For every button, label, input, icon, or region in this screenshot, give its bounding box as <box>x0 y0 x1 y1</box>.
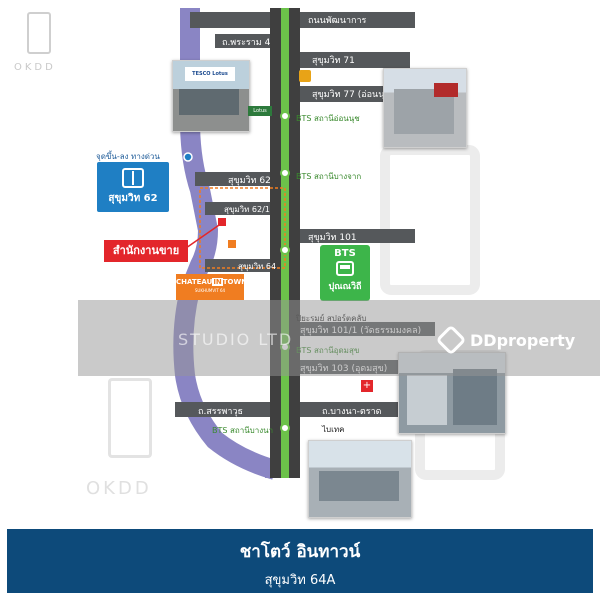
bts-dot-on-nut <box>280 111 290 121</box>
ddproperty-icon <box>435 324 467 356</box>
chateau-logo-part2: IN <box>212 278 223 286</box>
project-marker <box>228 240 236 248</box>
footer-subtitle: สุขุมวิท 64A <box>264 573 336 588</box>
chateau-logo-sub: SUKHUMVIT 64 <box>194 288 226 293</box>
on-nut-building-photo <box>383 68 467 148</box>
chateau-logo-part3: TOWN <box>222 278 248 286</box>
okdd-logo-icon <box>27 12 51 54</box>
office-marker <box>218 218 226 226</box>
biotec-photo <box>308 440 412 518</box>
road-label-sanphawut: ถ.สรรพาวุธ <box>198 407 244 417</box>
road-label-s62: สุขุมวิท 62 <box>228 176 271 186</box>
ddproperty-logo: DDproperty <box>435 324 576 356</box>
bts-label-on-nut: BTS สถานีอ่อนนุช <box>296 114 360 123</box>
bts-badge-title: BTS <box>334 248 356 259</box>
footer-title: ชาโตว์ อินทาวน์ <box>239 542 361 562</box>
ddproperty-text: DDproperty <box>470 330 576 350</box>
band-watermark-text: STUDIO LTD <box>178 330 294 349</box>
hospital-icon: + <box>361 380 373 392</box>
expressway-sign-label: สุขุมวิท 62 <box>108 193 158 204</box>
chateau-logo-part1: CHATEAU <box>176 278 213 286</box>
office-pointer-line <box>185 222 223 249</box>
biotec-label: ไบเทค <box>322 425 345 434</box>
road-label-rama4: ถ.พระราม 4 <box>222 38 271 48</box>
road-label-s101: สุขุมวิท 101 <box>308 233 357 243</box>
bts-label-bang-chak: BTS สถานีบางจาก <box>296 172 362 181</box>
road-label-bangna-trad: ถ.บางนา-ตราด <box>322 407 382 417</box>
okdd-logo-icon-bottom <box>108 378 152 458</box>
road-label-top-street: ถนนพัฒนาการ <box>308 16 367 26</box>
watermark-band <box>78 300 600 376</box>
road-label-s71: สุขุมวิท 71 <box>312 56 355 66</box>
tesco-brand-icon <box>299 70 311 82</box>
bts-label-bang-na: BTS สถานีบางนา <box>212 426 274 435</box>
road-label-s77: สุขุมวิท 77 (อ่อนนุช) <box>312 90 394 100</box>
expressway-entry-point <box>183 152 193 162</box>
bts-dot-bang-chak <box>280 168 290 178</box>
bts-dot-bang-na <box>280 423 290 433</box>
road-label-s62-1: สุขุมวิท 62/1 <box>224 205 270 214</box>
tesco-sign: TESCO Lotus <box>185 67 235 81</box>
road-label-s64: สุขุมวิท 64 <box>238 262 277 271</box>
bts-punnawithi-badge: BTS ปุณณวิถี <box>320 245 370 301</box>
footer-banner: ชาโตว์ อินทาวน์ สุขุมวิท 64A <box>7 529 593 593</box>
okdd-watermark-bottom: OKDD <box>86 478 152 499</box>
expressway-icon <box>122 168 144 188</box>
train-icon <box>336 261 354 276</box>
bts-badge-station-name: ปุณณวิถี <box>328 282 362 292</box>
tesco-lotus-photo: TESCO Lotus <box>172 60 250 132</box>
lotus-small-sign: Lotus <box>248 106 272 116</box>
sales-office-label: สำนักงานขาย <box>104 240 188 262</box>
chateau-in-town-logo: CHATEAUINTOWN SUKHUMVIT 64 <box>176 274 248 300</box>
okdd-watermark-top: OKDD <box>14 62 56 73</box>
expressway-entry-label: จุดขึ้น-ลง ทางด่วน <box>96 152 160 161</box>
expressway-sign: สุขุมวิท 62 <box>97 162 169 212</box>
site-boundary <box>199 187 286 269</box>
bts-dot-punnawithi <box>280 245 290 255</box>
